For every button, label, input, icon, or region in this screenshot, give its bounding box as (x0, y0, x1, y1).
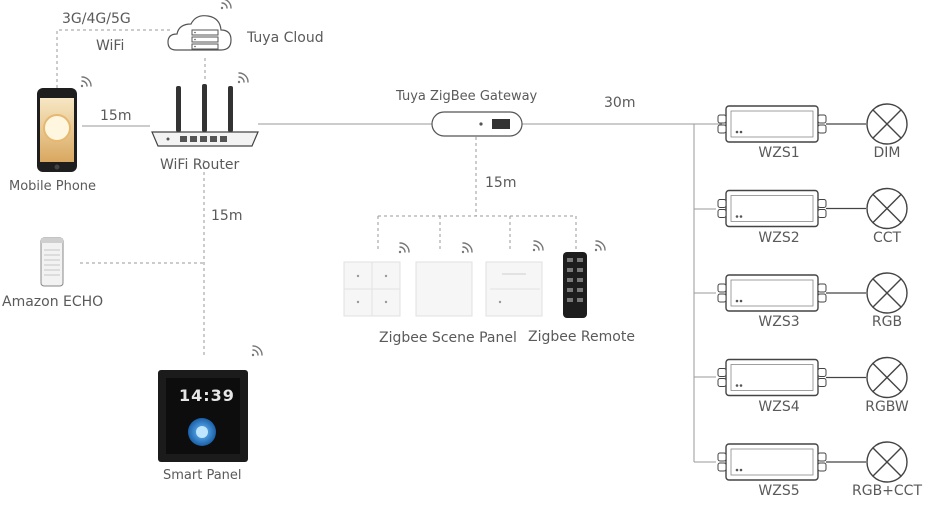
signal-icon (532, 240, 544, 252)
driver-row (717, 441, 908, 483)
led-driver-icon (717, 189, 827, 228)
scene-panel-two-gang-icon (485, 261, 543, 317)
cloud-icon (167, 15, 232, 51)
amazon-echo-icon (40, 237, 64, 287)
router-distance-label: 15m (211, 208, 243, 224)
driver-name-label: WZS5 (758, 483, 800, 499)
load-type-label: RGB+CCT (851, 483, 923, 499)
wifi-label: WiFi (96, 38, 125, 54)
router-label: WiFi Router (160, 157, 240, 173)
phone-distance-label: 15m (100, 108, 132, 124)
signal-icon (251, 345, 263, 357)
driver-name-label: WZS3 (758, 314, 800, 330)
driver-name-label: WZS1 (758, 145, 800, 161)
phone-cloud-link (56, 29, 172, 88)
lamp-icon (866, 187, 908, 230)
driver-row (717, 103, 908, 145)
mobile-phone-icon (37, 88, 77, 172)
smart-panel-label: Smart Panel (163, 468, 242, 483)
signal-icon (220, 0, 232, 10)
load-type-label: RGB (871, 314, 903, 330)
connection-lines (56, 29, 722, 463)
led-driver-icon (717, 443, 827, 481)
lamp-icon (866, 441, 908, 483)
driver-name-label: WZS2 (758, 229, 800, 246)
driver-row (717, 187, 908, 230)
load-type-label: DIM (873, 145, 901, 161)
signal-icon (237, 72, 249, 84)
lamp-icon (866, 103, 908, 145)
scene-panel-label: Zigbee Scene Panel (379, 330, 517, 346)
load-type-label: CCT (872, 229, 902, 246)
driver-rows (717, 103, 908, 483)
gateway-distance-label: 15m (485, 175, 517, 191)
amazon-echo-label: Amazon ECHO (2, 294, 104, 310)
signal-icon (398, 242, 410, 254)
signal-icon (80, 76, 92, 88)
led-driver-icon (717, 358, 827, 397)
led-driver-icon (717, 274, 827, 312)
driver-name-label: WZS4 (758, 398, 800, 415)
scene-panel-four-gang-icon (343, 261, 401, 317)
network-label: 3G/4G/5G (62, 11, 131, 27)
driver-row (717, 356, 908, 399)
gateway-label: Tuya ZigBee Gateway (396, 89, 538, 104)
wifi-router-icon (151, 84, 259, 147)
driver-distance-label: 30m (604, 95, 636, 111)
smart-panel-icon (158, 370, 248, 462)
driver-row (717, 272, 908, 314)
load-type-label: RGBW (865, 398, 909, 415)
remote-label: Zigbee Remote (528, 329, 635, 345)
signal-icon (461, 242, 473, 254)
zigbee-gateway-icon (431, 111, 523, 137)
zigbee-remote-icon (563, 252, 587, 318)
scene-panel-blank-icon (415, 261, 473, 317)
signal-icon (594, 240, 606, 252)
wifi-signal-icons (80, 0, 606, 357)
panel-time: 14:39 (179, 386, 235, 405)
mobile-phone-label: Mobile Phone (9, 179, 97, 194)
led-driver-icon (717, 105, 827, 143)
lamp-icon (866, 356, 908, 399)
cloud-label: Tuya Cloud (247, 30, 324, 46)
lamp-icon (866, 272, 908, 314)
